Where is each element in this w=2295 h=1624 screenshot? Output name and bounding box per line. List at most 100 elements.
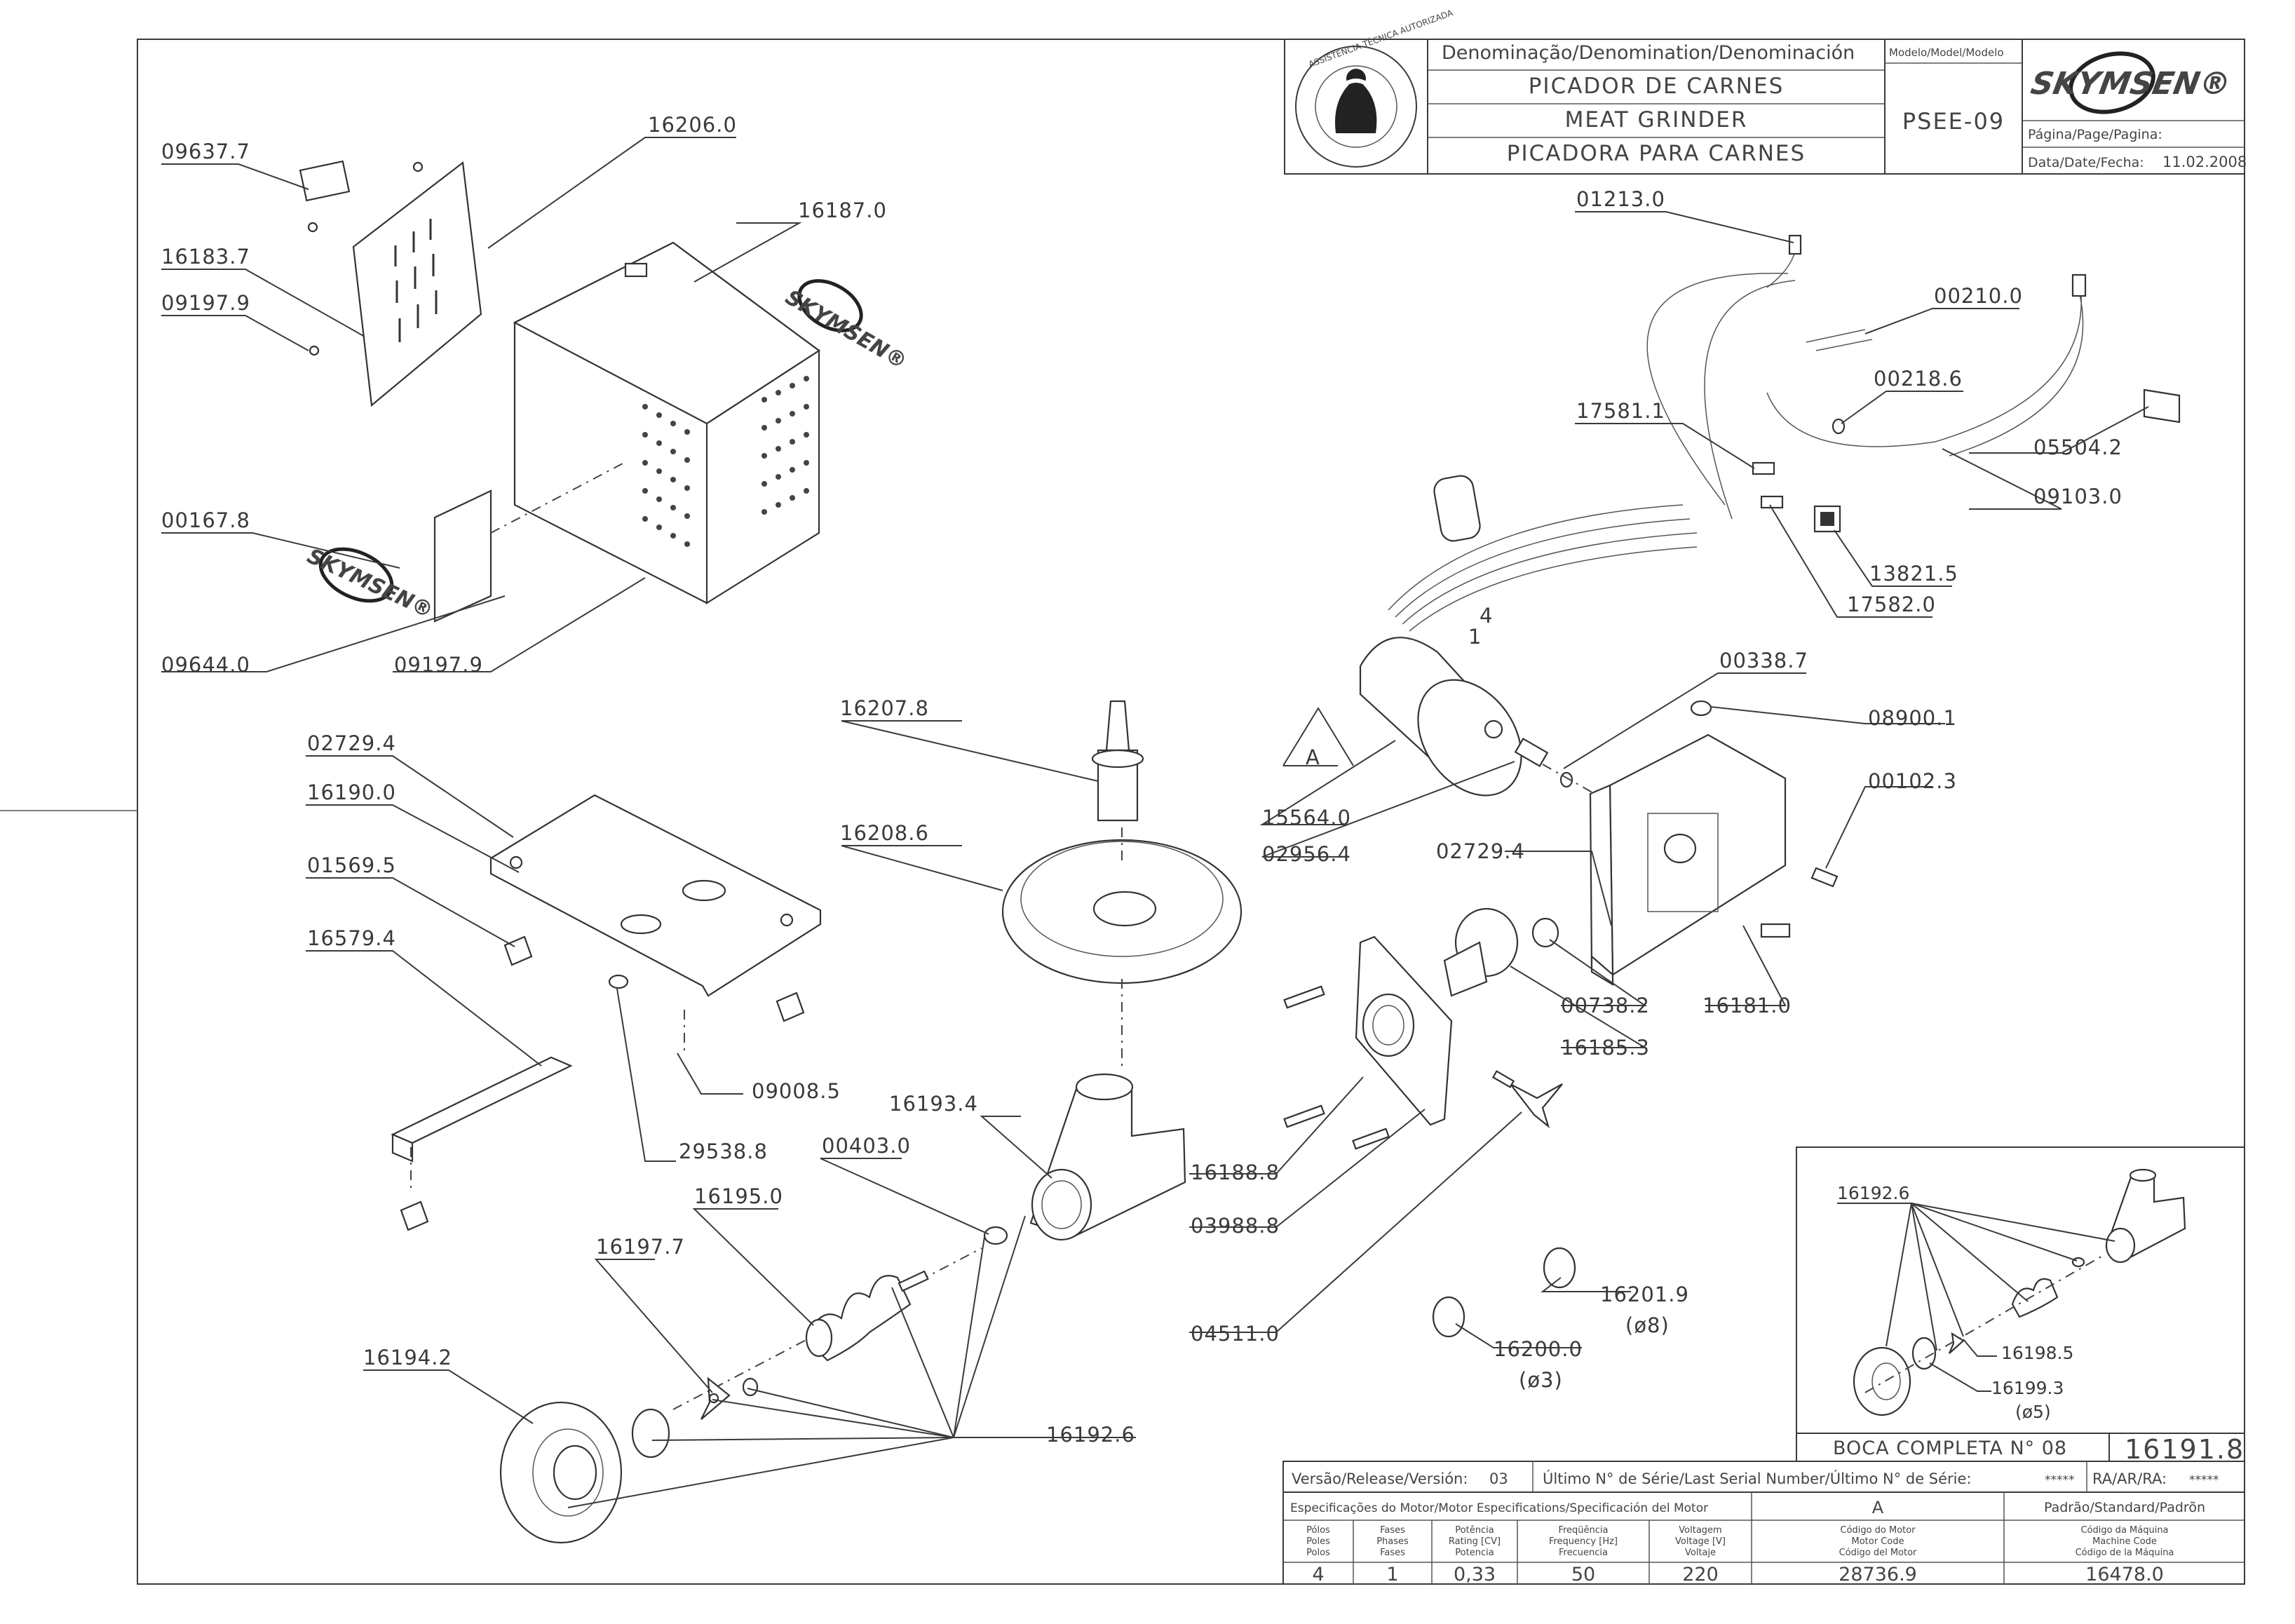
part-label: (ø3) [1519, 1368, 1563, 1392]
connectors [1752, 461, 1841, 533]
part-label: 16197.7 [596, 1235, 685, 1259]
feed-tray [1001, 827, 1243, 1066]
inset-code: 16191.8 [2125, 1434, 2245, 1465]
part-label: 09637.7 [161, 140, 250, 163]
model-value: PSEE-09 [1902, 108, 2005, 135]
motor-housing-box [433, 241, 820, 623]
authorized-assistance-seal: ASSISTÊNCIA TÉCNICA AUTORIZADA [1295, 7, 1455, 168]
spec-col-label: Rating [CV] [1449, 1536, 1501, 1547]
spec-col-label: Freqüência [1558, 1525, 1608, 1536]
motor-view-marker [1282, 707, 1354, 766]
part-label: 00738.2 [1561, 994, 1650, 1017]
serial-label: Último N° de Série/Last Serial Number/Úl… [1543, 1470, 1972, 1487]
part-label: 16181.0 [1702, 994, 1792, 1017]
part-label: 09103.0 [2033, 485, 2123, 508]
part-label: 08900.1 [1868, 706, 1957, 730]
grinder-body [983, 1073, 1186, 1245]
part-label: 00338.7 [1719, 649, 1808, 672]
part-label: (ø8) [1625, 1313, 1670, 1337]
part-label: 01213.0 [1576, 187, 1665, 211]
support-bracket [391, 1056, 573, 1192]
worm-gear [1443, 907, 1519, 997]
part-label: 17581.1 [1576, 399, 1665, 423]
electric-motor [1359, 475, 1698, 797]
brand-decal-front: SKYMSEN® [304, 544, 437, 624]
motor-view-letter: A [1306, 745, 1320, 769]
part-label: 04511.0 [1191, 1322, 1280, 1346]
spec-value: 220 [1682, 1564, 1719, 1585]
spec-col-label: Voltagem [1679, 1525, 1721, 1536]
spec-col-label: Phases [1376, 1536, 1409, 1547]
part-label: 09197.9 [161, 291, 250, 315]
spec-value: 28736.9 [1839, 1564, 1917, 1585]
spacer-washer [742, 1377, 759, 1397]
cutting-plate [631, 1408, 670, 1459]
complete-head-inset: 16192.6 16198.5 16199.3 (ø5) BOCA COMPLE… [1796, 1146, 2245, 1465]
model-header: Modelo/Model/Modelo [1889, 46, 2004, 59]
motor-spec-header: Especificações do Motor/Motor Especifica… [1290, 1501, 1708, 1515]
grinding-plate-3mm [1432, 1296, 1465, 1338]
date-value: 11.02.2008 [2162, 154, 2247, 170]
part-label: 16187.0 [798, 198, 887, 222]
spec-value: 50 [1571, 1564, 1595, 1585]
inset-part-label: 16199.3 [1991, 1378, 2064, 1398]
spec-col-label: Código del Motor [1839, 1548, 1917, 1558]
date-label: Data/Date/Fecha: [2028, 155, 2144, 170]
product-name-es: PICADORA PARA CARNES [1507, 141, 1806, 166]
spec-value: 1 [1386, 1564, 1398, 1585]
page-label: Página/Page/Pagina: [2028, 127, 2162, 142]
inset-part-label: 16192.6 [1837, 1183, 1909, 1203]
part-label: 16200.0 [1494, 1337, 1583, 1361]
grinding-plate-8mm [1543, 1247, 1576, 1289]
product-name-pt: PICADOR DE CARNES [1529, 74, 1785, 99]
spec-col-label: Voltaje [1685, 1548, 1716, 1558]
ra-label: RA/AR/RA: [2092, 1470, 2167, 1487]
denomination-header: Denominação/Denomination/Denominación [1442, 42, 1855, 64]
version-value: 03 [1489, 1470, 1508, 1487]
part-label: 16195.0 [694, 1184, 783, 1208]
part-label: 16194.2 [363, 1346, 452, 1369]
front-flange [1355, 935, 1453, 1126]
brand-logo-text: SKYMSEN® [2028, 66, 2233, 102]
wiring-harness [1646, 234, 2181, 520]
part-label: 16188.8 [1191, 1161, 1280, 1184]
seal-text: ASSISTÊNCIA TÉCNICA AUTORIZADA [1307, 7, 1455, 69]
part-label: 05504.2 [2033, 435, 2123, 459]
standard-label: Padrão/Standard/Padrõn [2044, 1500, 2205, 1515]
part-label: 02729.4 [307, 731, 396, 755]
spec-col-label: Machine Code [2092, 1536, 2157, 1547]
part-label: 00403.0 [822, 1134, 911, 1158]
motor-spec-letter: A [1872, 1498, 1884, 1517]
part-label: 00102.3 [1868, 769, 1957, 793]
spec-col-label: Frequency [Hz] [1549, 1536, 1618, 1547]
spec-col-label: Código do Motor [1840, 1525, 1916, 1536]
spec-col-label: Código da Máquina [2080, 1525, 2168, 1536]
gearbox-housing [1589, 700, 1839, 986]
knife-star [1491, 1070, 1563, 1129]
brand-logo: SKYMSEN® [2028, 51, 2233, 114]
part-label: 16201.9 [1600, 1283, 1689, 1306]
feed-screw [672, 1247, 982, 1410]
part-label: 16193.4 [889, 1092, 978, 1116]
spec-value: 4 [1312, 1564, 1324, 1585]
part-label: 16183.7 [161, 245, 250, 269]
spec-col-label: Código de la Máquina [2076, 1548, 2174, 1558]
spec-value: 0,33 [1454, 1564, 1496, 1585]
inset-part-label: 16198.5 [2001, 1343, 2073, 1363]
part-label: 00218.6 [1874, 367, 1963, 391]
spec-value: 16478.0 [2085, 1564, 2164, 1585]
part-label: 02729.4 [1436, 839, 1525, 863]
part-label: 09008.5 [752, 1079, 841, 1103]
spec-col-label: Poles [1306, 1536, 1330, 1547]
part-label: 29538.8 [679, 1139, 768, 1163]
version-label: Versão/Release/Versión: [1292, 1470, 1468, 1487]
part-label: 02956.4 [1262, 842, 1351, 866]
inset-caption: BOCA COMPLETA N° 08 [1833, 1437, 2067, 1459]
part-label: 15564.0 [1262, 806, 1351, 830]
spec-col-label: Pólos [1306, 1525, 1330, 1536]
food-pusher [1091, 700, 1144, 822]
part-label: 16192.6 [1046, 1423, 1135, 1447]
rear-cover-plate [299, 160, 482, 407]
part-label: 09197.9 [394, 653, 483, 677]
